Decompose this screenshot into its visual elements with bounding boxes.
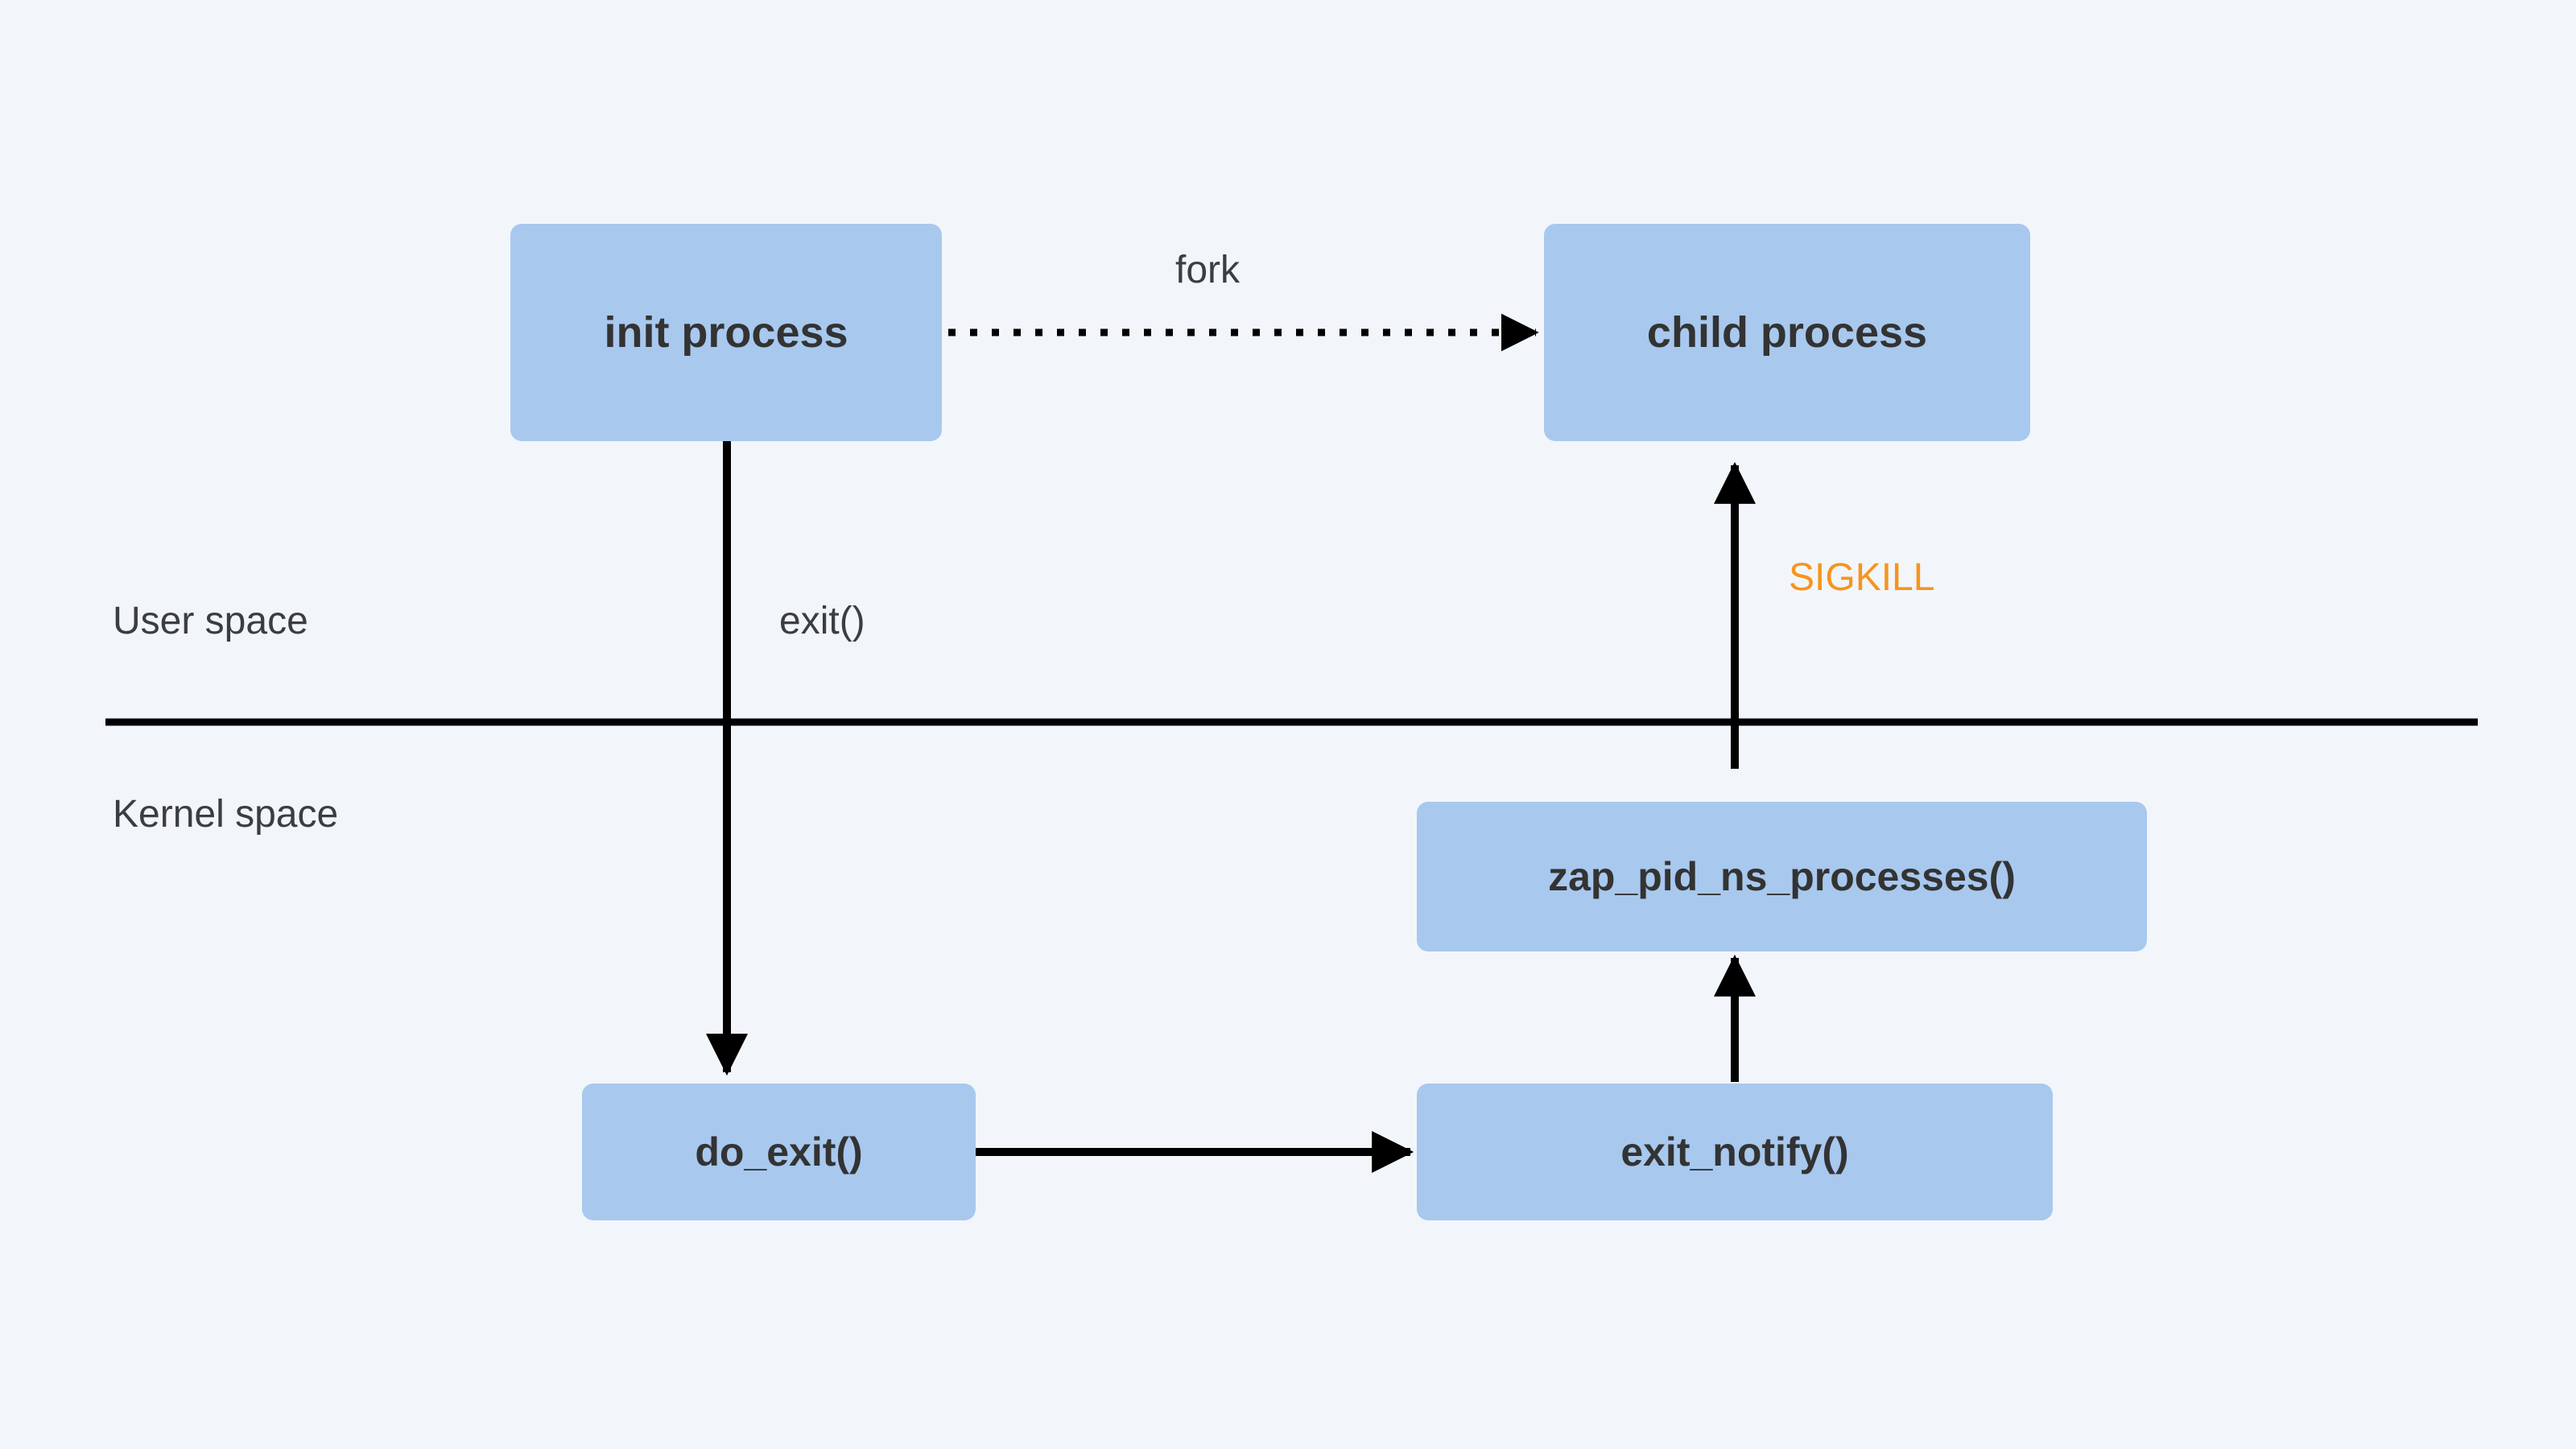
node-do-exit[interactable]: do_exit() <box>582 1084 976 1220</box>
node-zap-pid-ns-processes-label: zap_pid_ns_processes() <box>1548 854 2016 899</box>
user-space-label: User space <box>113 600 308 642</box>
node-child-process-label: child process <box>1646 308 1928 357</box>
kernel-space-label: Kernel space <box>113 793 339 836</box>
node-init-process[interactable]: init process <box>510 224 942 441</box>
node-child-process[interactable]: child process <box>1544 224 2030 441</box>
node-init-process-label: init process <box>604 308 848 357</box>
node-exit-notify-label: exit_notify() <box>1620 1129 1849 1174</box>
exit-edge-label: exit() <box>779 600 865 642</box>
node-do-exit-label: do_exit() <box>695 1129 863 1174</box>
fork-edge-label: fork <box>1175 249 1241 291</box>
sigkill-edge-label: SIGKILL <box>1789 556 1935 599</box>
node-zap-pid-ns-processes[interactable]: zap_pid_ns_processes() <box>1417 802 2147 952</box>
node-exit-notify[interactable]: exit_notify() <box>1417 1084 2053 1220</box>
